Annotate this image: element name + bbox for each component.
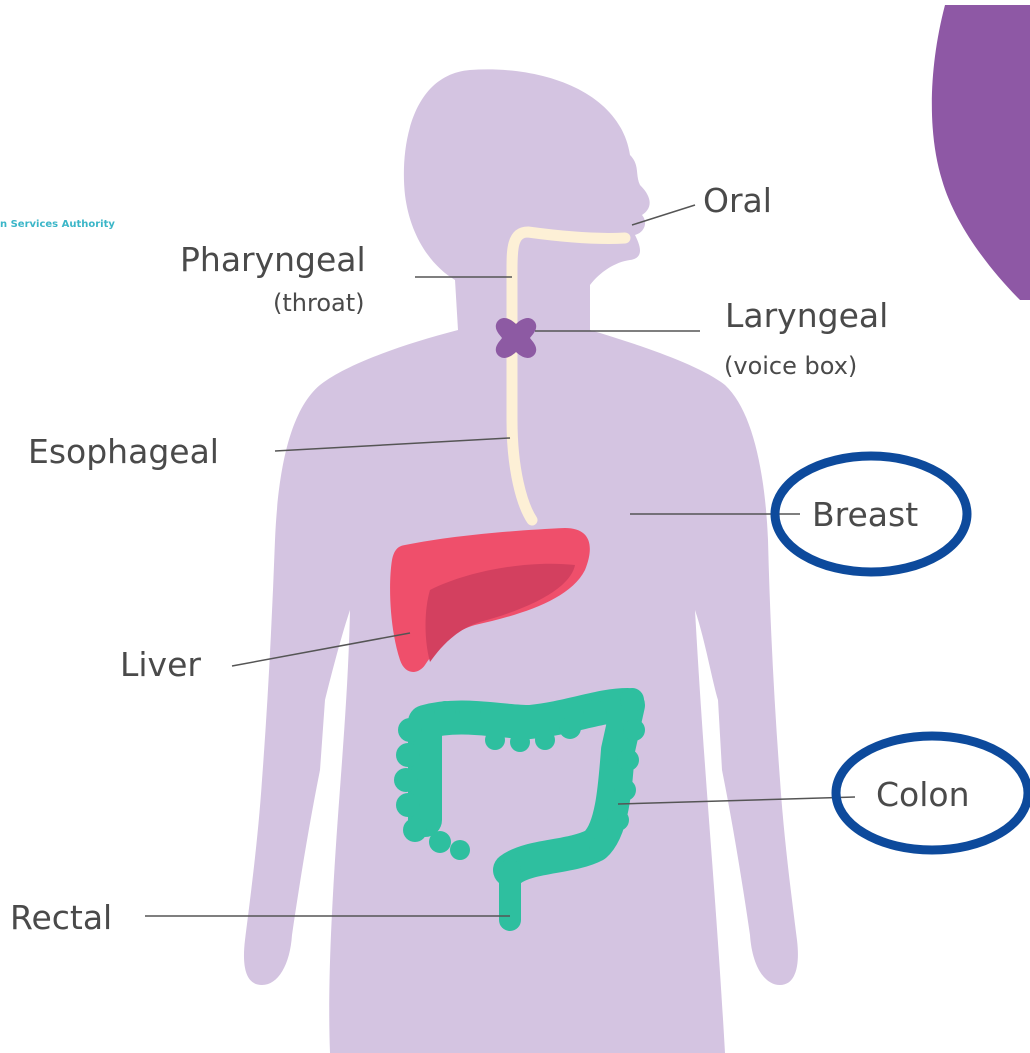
- label-rectal: Rectal: [10, 898, 112, 937]
- label-oral: Oral: [703, 181, 772, 220]
- label-pharyngeal-sub: (throat): [273, 289, 365, 317]
- label-breast: Breast: [812, 495, 918, 534]
- label-esophageal: Esophageal: [28, 432, 219, 471]
- label-laryngeal-sub: (voice box): [724, 352, 857, 380]
- label-pharyngeal: Pharyngeal: [180, 240, 366, 279]
- label-liver: Liver: [120, 645, 201, 684]
- logo-text: n Services Authority: [0, 219, 115, 230]
- label-colon: Colon: [876, 775, 970, 814]
- label-laryngeal: Laryngeal: [725, 296, 888, 335]
- corner-shape: [932, 5, 1030, 300]
